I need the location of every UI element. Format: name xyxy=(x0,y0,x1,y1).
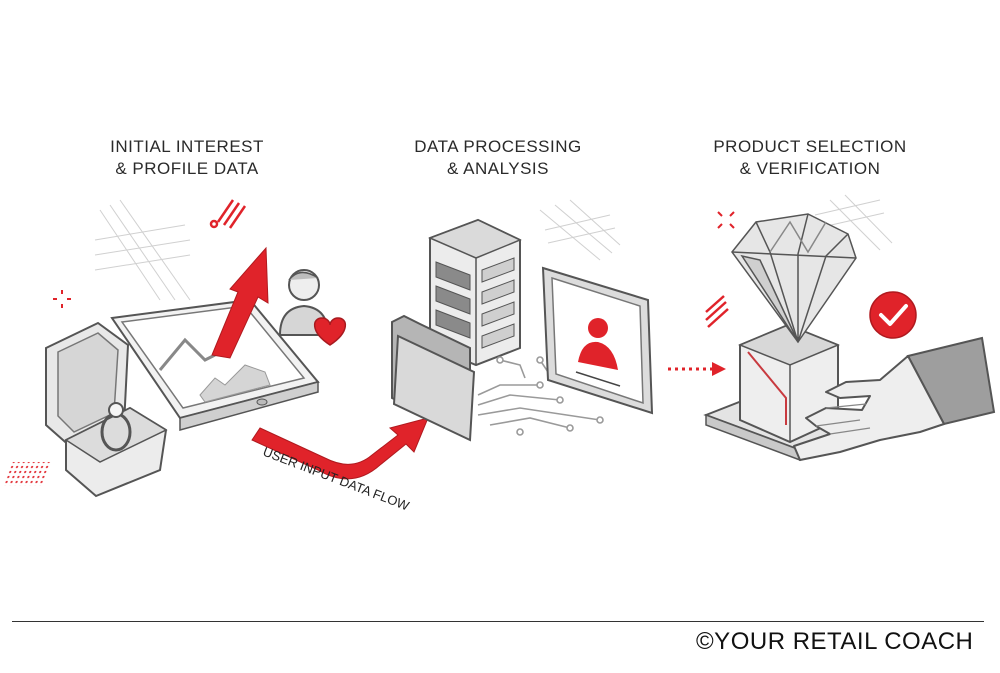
folder-icon xyxy=(391,314,476,442)
footer-divider xyxy=(12,621,984,622)
stage-title-line1: INITIAL INTEREST xyxy=(110,137,264,156)
sparkle-icon xyxy=(717,211,735,229)
sparkle-icon xyxy=(53,290,71,308)
server-icon xyxy=(428,218,522,367)
user-heart-icon xyxy=(278,269,346,346)
circuit-icon xyxy=(477,356,604,436)
background-grid-lines xyxy=(94,199,191,301)
diamond-icon xyxy=(731,213,857,344)
stage-title-initial-interest: INITIAL INTEREST & PROFILE DATA xyxy=(37,136,337,180)
stage-title-product-selection: PRODUCT SELECTION & VERIFICATION xyxy=(660,136,960,180)
stage-title-line1: DATA PROCESSING xyxy=(414,137,582,156)
signal-icon xyxy=(209,199,247,229)
monitor-user-icon xyxy=(541,266,654,415)
background-grid-lines xyxy=(539,199,621,261)
dot-pattern-icon xyxy=(3,462,52,486)
stage-title-line2: & VERIFICATION xyxy=(739,159,881,178)
growth-arrow-icon xyxy=(211,246,269,359)
stage-title-line2: & PROFILE DATA xyxy=(115,159,259,178)
stage-title-data-processing: DATA PROCESSING & ANALYSIS xyxy=(348,136,648,180)
copyright-footer: ©YOUR RETAIL COACH xyxy=(696,628,974,655)
dotted-arrow-icon xyxy=(668,362,726,376)
stripes-icon xyxy=(705,295,729,328)
tablet-chart-icon xyxy=(110,298,320,431)
stage-title-line1: PRODUCT SELECTION xyxy=(713,137,907,156)
ring-box-icon xyxy=(45,321,168,498)
check-badge-icon xyxy=(869,291,917,339)
stage-title-line2: & ANALYSIS xyxy=(446,159,549,178)
hand-icon xyxy=(793,336,996,461)
data-flow-arrow-icon xyxy=(251,417,429,480)
